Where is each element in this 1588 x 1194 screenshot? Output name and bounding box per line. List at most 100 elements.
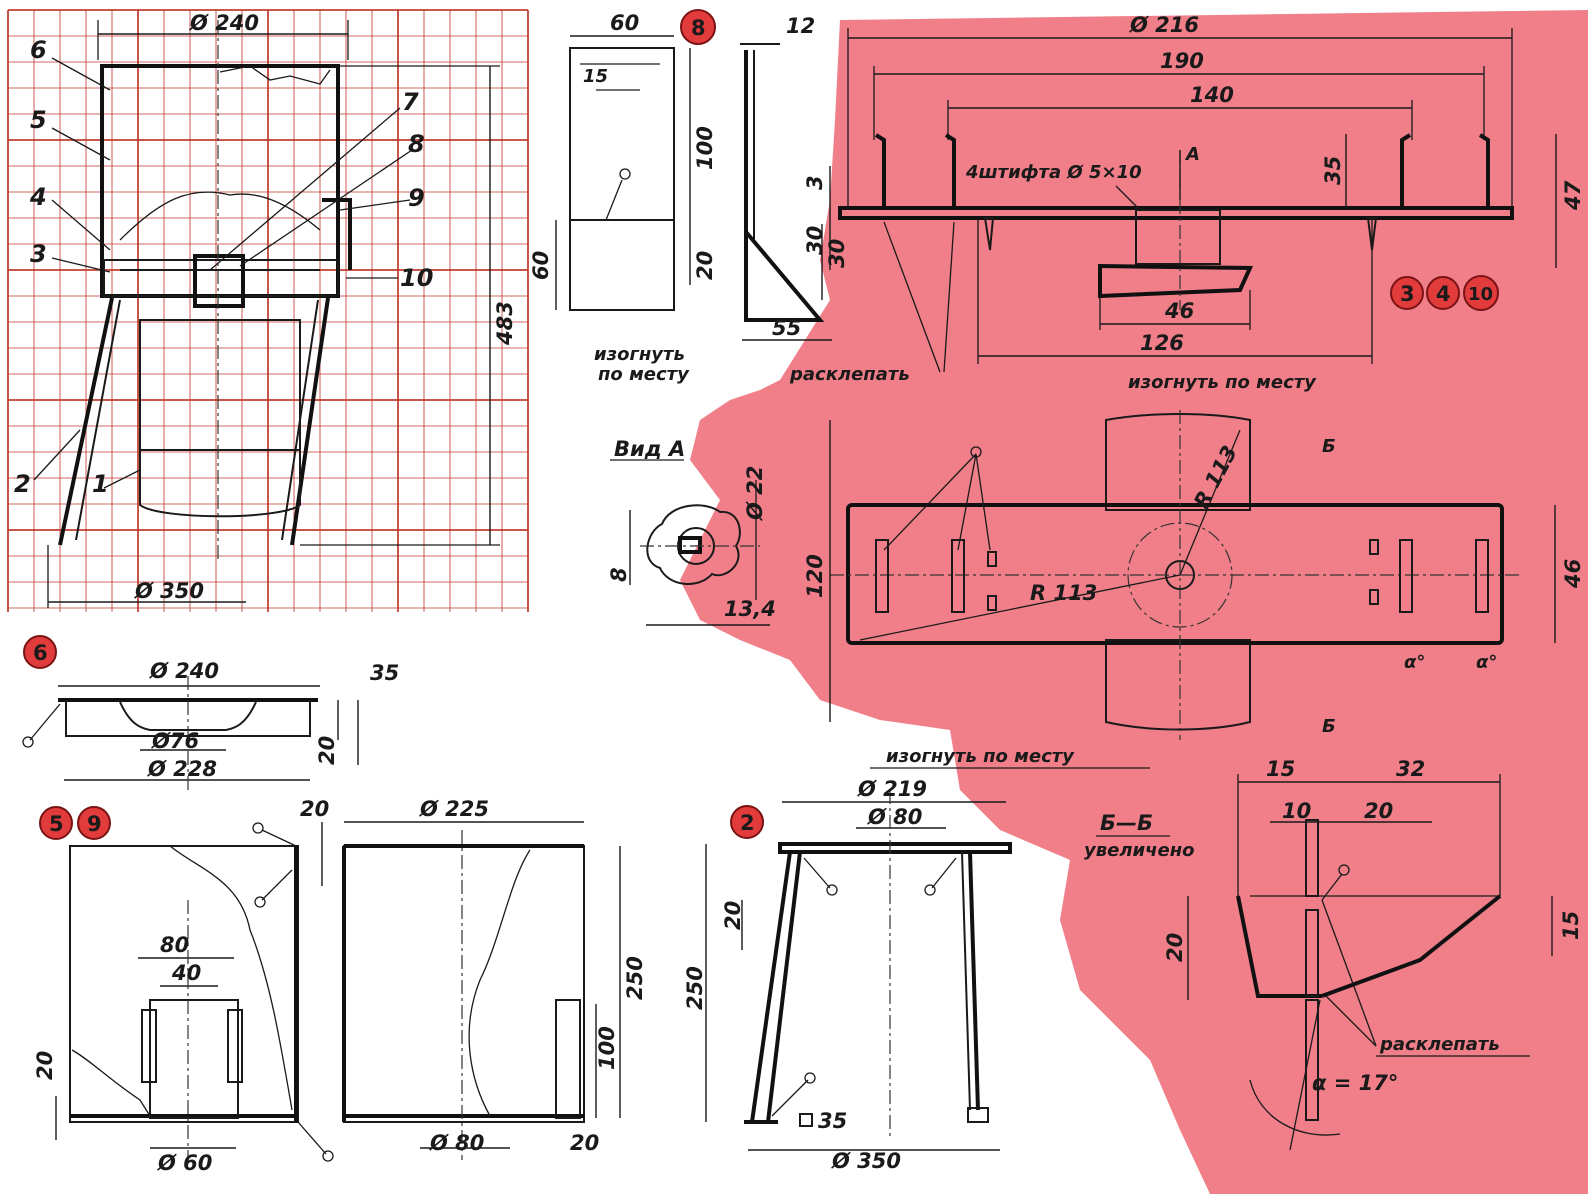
assembly-dim-bottom: Ø 350: [134, 579, 204, 603]
part3-4-10-section: 3 4 10 Ø 216 190 140 35 47 3 30 46 126 4…: [789, 13, 1585, 393]
section-bb-drawing: Б—Б увеличено 15 32 10 20 20 15 расклепа…: [1084, 757, 1583, 1151]
plan-section-mark-top: Б: [1322, 436, 1336, 457]
part6-dim-76: Ø76: [151, 729, 199, 753]
part8-dim-15: 15: [583, 66, 608, 87]
p3-dim-126: 126: [1140, 331, 1184, 355]
p3-bend-note-top: изогнуть по месту: [1128, 372, 1317, 393]
assembly-grid: [7, 9, 529, 612]
p5-dim-20-left: 20: [33, 1051, 57, 1080]
assembly-label-7: 7: [402, 88, 419, 116]
p2-dim-219: Ø 219: [857, 777, 927, 801]
p5-dim-40: 40: [171, 961, 201, 985]
badge-10: 10: [1463, 275, 1499, 311]
part8-dim-100: 100: [693, 126, 717, 170]
assembly-label-8: 8: [408, 130, 425, 158]
p3-dim-46: 46: [1164, 299, 1194, 323]
bb-angle: α = 17°: [1312, 1071, 1398, 1095]
part6-drawing: 6 Ø 240 35 Ø76 20 Ø 228: [22, 635, 399, 790]
assembly-label-3: 3: [30, 240, 47, 268]
badge-3: 3: [1390, 276, 1424, 310]
p3-dim-140: 140: [1190, 83, 1234, 107]
p5-dim-20-bottom: 20: [570, 1131, 599, 1155]
svg-text:8: 8: [691, 16, 706, 40]
assembly-dim-height: 483: [493, 301, 517, 346]
plan-section-mark-bottom: Б: [1322, 716, 1336, 737]
p3-dim-190: 190: [1160, 49, 1204, 73]
p5-dim-100: 100: [595, 1026, 619, 1070]
p5-dim-60: Ø 60: [157, 1151, 212, 1175]
plan-alpha-2: α°: [1476, 652, 1497, 673]
bb-dim-32: 32: [1396, 757, 1425, 781]
bb-subtitle: увеличено: [1084, 840, 1195, 861]
p2-dim-20: 20: [721, 901, 745, 930]
view-a-drawing: Вид А Ø 22 8 13,4: [607, 437, 776, 626]
svg-text:2: 2: [740, 811, 755, 835]
part8-note-line2: по месту: [598, 364, 690, 385]
assembly-label-10: 10: [400, 264, 433, 292]
view-a-dim-22: Ø 22: [743, 466, 767, 521]
view-a-dim-8: 8: [607, 567, 631, 582]
p3-dim-216: Ø 216: [1129, 13, 1199, 37]
bb-dim-10: 10: [1282, 799, 1311, 823]
p3-dim-47: 47: [1561, 180, 1585, 211]
assembly-label-6: 6: [30, 36, 47, 64]
assembly-label-2: 2: [14, 470, 31, 498]
p3-dim-3: 3: [803, 175, 827, 190]
part8-drawing: 8 60 15 100 60 20 12 30 55 изогнуть по м…: [529, 9, 849, 385]
assembly-drawing: 6 5 4 3 2 1 7 8 9 10 Ø 240 Ø 350 483: [14, 11, 517, 608]
part2-drawing: 2 Ø 219 Ø 80 20 250 35 Ø 350: [683, 777, 1012, 1173]
assembly-label-4: 4: [29, 183, 47, 211]
p5-dim-80-bottom: Ø 80: [429, 1131, 484, 1155]
svg-text:3: 3: [1400, 282, 1415, 306]
part6-dim-35: 35: [370, 661, 399, 685]
assembly-label-9: 9: [408, 184, 425, 212]
part8-badge: 8: [680, 9, 716, 45]
svg-text:9: 9: [87, 812, 102, 836]
part8-dim-60-side: 60: [529, 251, 553, 280]
part6-badge: 6: [23, 635, 57, 669]
p2-dim-80: Ø 80: [867, 805, 922, 829]
part8-dim-12: 12: [786, 14, 815, 38]
plan-dim-46: 46: [1561, 559, 1585, 589]
part8-note-line1: изогнуть: [594, 344, 685, 365]
bb-title: Б—Б: [1100, 811, 1153, 835]
part8-dim-60-top: 60: [610, 11, 639, 35]
part2-badge: 2: [730, 805, 764, 839]
p5-dim-225: Ø 225: [419, 797, 489, 821]
bb-rivet-note: расклепать: [1379, 1034, 1500, 1055]
bb-dim-15-side: 15: [1559, 911, 1583, 940]
pink-background: [680, 10, 1588, 1194]
badge-4: 4: [1426, 276, 1460, 310]
svg-text:10: 10: [1468, 284, 1493, 305]
p2-dim-250: 250: [683, 966, 707, 1010]
p3-view-mark: А: [1184, 144, 1200, 165]
view-a-dim-13-4: 13,4: [724, 597, 776, 621]
bb-dim-15-top: 15: [1266, 757, 1295, 781]
part8-dim-55: 55: [772, 316, 801, 340]
p5-dim-20-top: 20: [300, 797, 329, 821]
assembly-label-1: 1: [92, 470, 109, 498]
p5-dim-250: 250: [623, 956, 647, 1000]
plan-dim-r113-left: R 113: [1030, 581, 1097, 605]
badge-5: 5: [39, 806, 73, 840]
part8-dim-30: 30: [825, 239, 849, 268]
part6-dim-240: Ø 240: [149, 659, 219, 683]
svg-text:5: 5: [49, 812, 64, 836]
p3-rivet-note: расклепать: [789, 364, 910, 385]
svg-text:4: 4: [1436, 282, 1451, 306]
part6-dim-228: Ø 228: [147, 757, 217, 781]
p3-dim-35: 35: [1321, 156, 1345, 185]
bb-dim-20-top: 20: [1364, 799, 1393, 823]
p3-pins-note: 4штифта Ø 5×10: [965, 162, 1142, 183]
p3-dim-30: 30: [803, 226, 827, 255]
assembly-label-5: 5: [30, 106, 47, 134]
assembly-dim-top: Ø 240: [189, 11, 259, 35]
bb-dim-20-side: 20: [1163, 933, 1187, 962]
p2-dim-35: 35: [818, 1109, 847, 1133]
svg-text:6: 6: [33, 641, 48, 665]
plan-bend-note-bottom: изогнуть по месту: [886, 746, 1075, 767]
view-a-title: Вид А: [614, 437, 685, 461]
part5-9-drawing: 5 9 20 80 40 20: [33, 797, 647, 1175]
p2-dim-350: Ø 350: [831, 1149, 901, 1173]
